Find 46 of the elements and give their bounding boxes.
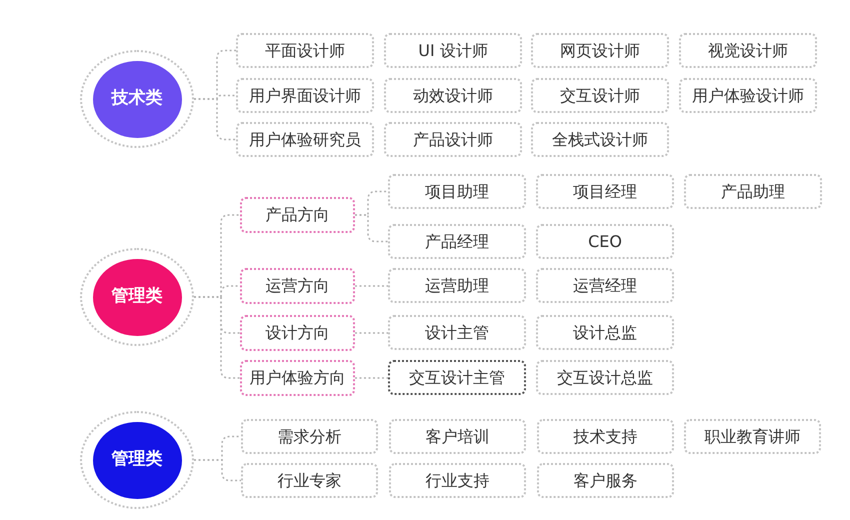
role-box: 交互设计主管 xyxy=(388,360,526,395)
role-box: 交互设计师 xyxy=(531,78,669,113)
role-box: CEO xyxy=(536,224,674,259)
role-box: 设计总监 xyxy=(536,315,674,350)
category-label: 技术类 xyxy=(112,87,162,110)
role-box: 职业教育讲师 xyxy=(684,419,821,454)
connector-line xyxy=(194,98,236,140)
role-box: 客户培训 xyxy=(389,419,526,454)
role-box: 交互设计总监 xyxy=(536,360,674,395)
connector-line xyxy=(355,214,388,242)
role-box: 需求分析 xyxy=(241,419,378,454)
role-box: 行业专家 xyxy=(241,463,378,498)
connector-line xyxy=(355,285,388,287)
role-box: 全栈式设计师 xyxy=(531,122,669,157)
role-box: UI 设计师 xyxy=(384,33,522,68)
category-circle xyxy=(80,411,194,509)
connector-line xyxy=(355,377,388,379)
role-box: 客户服务 xyxy=(537,463,674,498)
role-box: 用户体验设计师 xyxy=(679,78,817,113)
category-label: 管理类 xyxy=(112,285,162,308)
connector-line xyxy=(194,459,241,482)
role-box: 动效设计师 xyxy=(384,78,522,113)
connector-line xyxy=(355,332,388,334)
direction-box: 产品方向 xyxy=(240,197,355,233)
role-box: 项目经理 xyxy=(536,174,674,209)
role-box: 运营经理 xyxy=(536,268,674,303)
role-box: 网页设计师 xyxy=(531,33,669,68)
role-box: 用户体验研究员 xyxy=(236,122,374,157)
role-box: 设计主管 xyxy=(388,315,526,350)
direction-box: 运营方向 xyxy=(240,268,355,304)
role-box: 产品设计师 xyxy=(384,122,522,157)
category-label: 管理类 xyxy=(112,448,162,472)
role-box: 用户界面设计师 xyxy=(236,78,374,113)
role-box: 项目助理 xyxy=(388,174,526,209)
role-box: 运营助理 xyxy=(388,268,526,303)
direction-box: 设计方向 xyxy=(240,315,355,351)
role-box: 技术支持 xyxy=(537,419,674,454)
role-box: 产品经理 xyxy=(388,224,526,259)
role-box: 平面设计师 xyxy=(236,33,374,68)
role-box: 视觉设计师 xyxy=(679,33,817,68)
category-circle xyxy=(80,50,194,148)
role-box: 产品助理 xyxy=(684,174,822,209)
connector-line xyxy=(194,296,240,379)
direction-box: 用户体验方向 xyxy=(240,360,355,396)
role-box: 行业支持 xyxy=(389,463,526,498)
category-circle xyxy=(80,248,194,346)
